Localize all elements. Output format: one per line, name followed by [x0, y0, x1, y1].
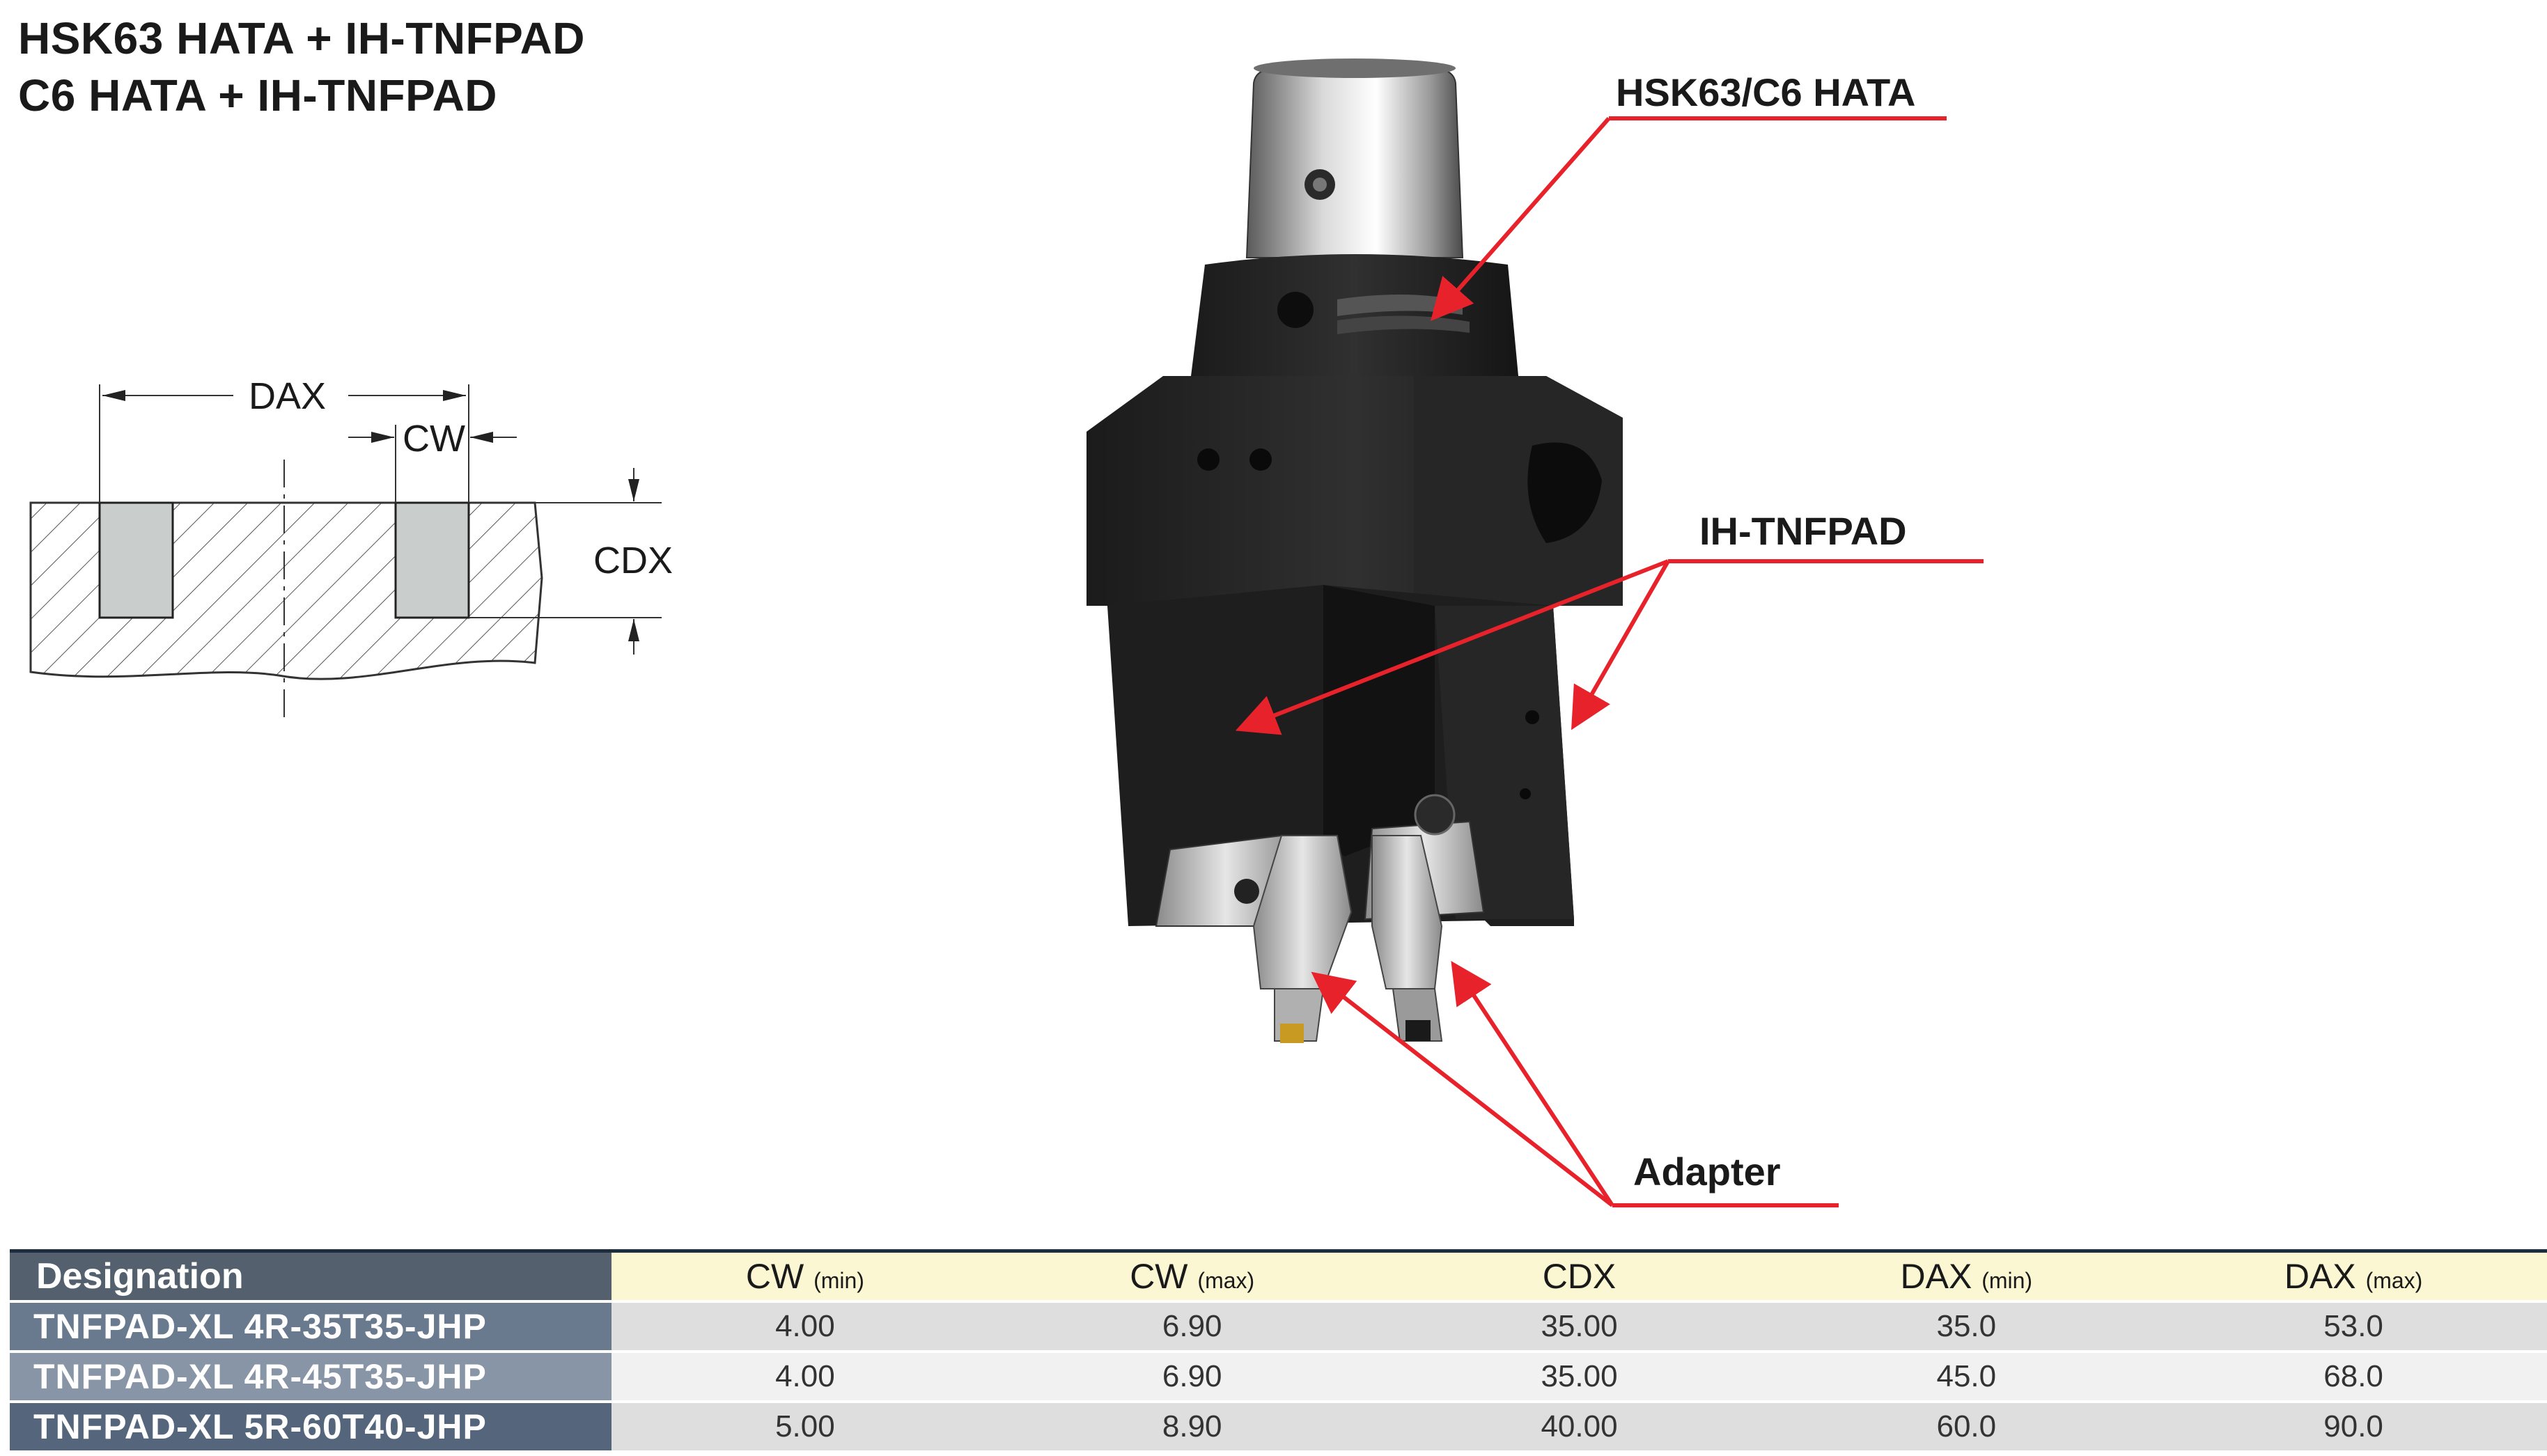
header-designation: Designation	[10, 1251, 612, 1301]
cw-label: CW	[403, 418, 465, 460]
table-row: TNFPAD-XL 5R-60T40-JHP 5.00 8.90 40.00 6…	[10, 1402, 2547, 1450]
cell-cdx: 40.00	[1385, 1402, 1773, 1450]
table-header-row: Designation CW (min) CW (max) CDX DAX (m…	[10, 1251, 2547, 1301]
header-cdx: CDX	[1385, 1251, 1773, 1301]
dax-label: DAX	[249, 375, 326, 417]
header-cw-min: CW (min)	[612, 1251, 999, 1301]
groove-diagram: DAX CW CDX	[29, 375, 673, 724]
callout-adapter: Adapter	[1633, 1150, 1781, 1193]
cell-dax-max: 68.0	[2160, 1352, 2547, 1402]
cell-cw-max: 6.90	[998, 1352, 1386, 1402]
title-line-2: C6 HATA + IH-TNFPAD	[18, 70, 497, 120]
cdx-label: CDX	[593, 540, 673, 581]
table-row: TNFPAD-XL 4R-35T35-JHP 4.00 6.90 35.00 3…	[10, 1301, 2547, 1352]
cell-cw-max: 8.90	[998, 1402, 1386, 1450]
callout-hata: HSK63/C6 HATA	[1616, 70, 1916, 114]
header-cw-max: CW (max)	[998, 1251, 1386, 1301]
insert-right	[1405, 1020, 1431, 1041]
adapter-leader-1	[1311, 971, 1614, 1207]
spec-table: Designation CW (min) CW (max) CDX DAX (m…	[10, 1249, 2547, 1450]
cell-dax-max: 53.0	[2160, 1301, 2547, 1352]
hata-leader	[1431, 117, 1611, 322]
cell-cw-min: 5.00	[612, 1402, 999, 1450]
row-designation: TNFPAD-XL 4R-35T35-JHP	[10, 1301, 612, 1352]
tool-image	[1086, 58, 1623, 1043]
table-row: TNFPAD-XL 4R-45T35-JHP 4.00 6.90 35.00 4…	[10, 1352, 2547, 1402]
cell-cw-min: 4.00	[612, 1301, 999, 1352]
insert-left	[1280, 1024, 1304, 1043]
cell-dax-min: 35.0	[1773, 1301, 2160, 1352]
cell-cdx: 35.00	[1385, 1301, 1773, 1352]
pad-leader-1	[1235, 559, 1669, 735]
groove-right	[394, 501, 470, 619]
cell-dax-min: 45.0	[1773, 1352, 2160, 1402]
title-line-1: HSK63 HATA + IH-TNFPAD	[18, 13, 585, 63]
callout-ih-tnfpad: IH-TNFPAD	[1699, 509, 1907, 553]
header-dax-max: DAX (max)	[2160, 1251, 2547, 1301]
cell-dax-max: 90.0	[2160, 1402, 2547, 1450]
cell-cw-min: 4.00	[612, 1352, 999, 1402]
row-designation: TNFPAD-XL 4R-45T35-JHP	[10, 1352, 612, 1402]
row-designation: TNFPAD-XL 5R-60T40-JHP	[10, 1402, 612, 1450]
adapter-leader-2	[1451, 960, 1614, 1207]
pad-leader-2	[1571, 560, 1670, 730]
cell-cdx: 35.00	[1385, 1352, 1773, 1402]
groove-left	[98, 501, 174, 619]
header-dax-min: DAX (min)	[1773, 1251, 2160, 1301]
cell-cw-max: 6.90	[998, 1301, 1386, 1352]
cell-dax-min: 60.0	[1773, 1402, 2160, 1450]
